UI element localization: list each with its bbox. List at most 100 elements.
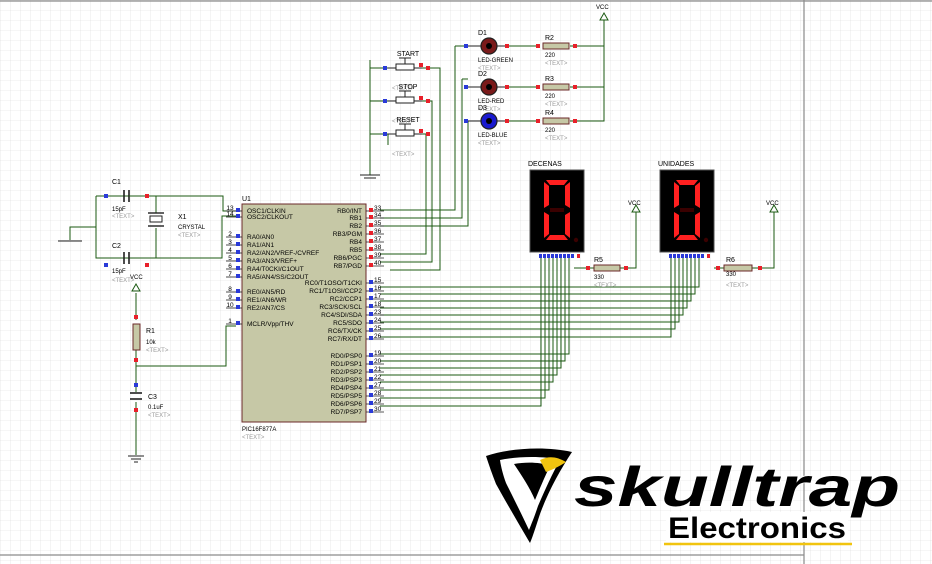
mcu-pin-number: 10 xyxy=(226,302,234,309)
resistor-r6[interactable]: R6 330 <TEXT> xyxy=(716,257,762,289)
mcu-pin-number: 29 xyxy=(374,398,382,405)
mcu-pin-label: OSC2/CLKOUT xyxy=(247,214,293,221)
mcu-pin-number: 14 xyxy=(226,211,234,218)
x1-text: <TEXT> xyxy=(178,233,201,239)
resistor-r5[interactable]: R5 330 <TEXT> xyxy=(586,257,628,289)
led-ref: D2 xyxy=(478,71,487,78)
mcu-pin-label: RB5 xyxy=(349,247,362,254)
mcu-pin-label: RA1/AN1 xyxy=(247,242,274,249)
mcu-pin-label: OSC1/CLKIN xyxy=(247,208,286,215)
mcu-pin-label: RB1 xyxy=(349,215,362,222)
capacitor-c1[interactable]: C1 15pF <TEXT> xyxy=(96,179,156,220)
mcu-pin-label: RA2/AN2/VREF-/CVREF xyxy=(247,250,319,257)
mcu-pin-left[interactable]: 14 OSC2/CLKOUT xyxy=(226,211,293,221)
button-text: <TEXT> xyxy=(392,86,415,92)
mcu-pin-number: 19 xyxy=(374,350,382,357)
display-label: UNIDADES xyxy=(658,161,695,168)
mcu-pin-number: 26 xyxy=(374,333,382,340)
mcu-pin-label: RA5/AN4/SS/C2OUT xyxy=(247,274,308,281)
mcu-pin-label: RA0/AN0 xyxy=(247,234,274,241)
seven-segment-display-unidades[interactable]: UNIDADES xyxy=(658,161,715,258)
capacitor-c3[interactable]: C3 0.1uF <TEXT> xyxy=(130,392,171,419)
pin-marker xyxy=(104,194,108,198)
resistor-value: 220 xyxy=(545,94,556,100)
capacitor-c2[interactable]: C2 15pF <TEXT> xyxy=(112,243,135,284)
mcu-pin-label: RA3/AN3/VREF+ xyxy=(247,258,297,265)
r6-value: 330 xyxy=(726,272,737,278)
leds: D1LED-GREEN<TEXT>D2LED-RED<TEXT>D3LED-BL… xyxy=(464,30,513,147)
resistor-r1[interactable]: R1 10k <TEXT> xyxy=(132,323,169,354)
pushbutton-start[interactable]: START <TEXT> xyxy=(383,51,430,92)
segment xyxy=(565,182,570,208)
r6-ref: R6 xyxy=(726,257,735,264)
r1-text: <TEXT> xyxy=(146,348,169,354)
snake-eye-icon xyxy=(540,457,566,472)
pushbutton-stop[interactable]: STOP<TEXT> xyxy=(383,84,430,125)
mcu-pin-number: 24 xyxy=(374,317,382,324)
mcu-pin-number: 20 xyxy=(374,358,382,365)
segment xyxy=(546,235,568,240)
mcu-pin-number: 37 xyxy=(374,236,382,243)
seven-segment-display-decenas[interactable]: DECENAS xyxy=(528,161,585,258)
mcu-pin-number: 34 xyxy=(374,212,382,219)
pushbutton-reset[interactable]: RESET<TEXT> xyxy=(383,117,430,158)
mcu-pin-number: 40 xyxy=(374,260,382,267)
mcu-pin-number: 25 xyxy=(374,325,382,332)
button-label: START xyxy=(397,51,420,58)
mcu-pin-number: 28 xyxy=(374,390,382,397)
crystal-x1[interactable]: X1 CRYSTAL <TEXT> xyxy=(148,212,206,239)
r1-value: 10k xyxy=(146,340,157,346)
buttons: START <TEXT>STOP<TEXT>RESET<TEXT> xyxy=(383,51,430,158)
led-part: LED-RED xyxy=(478,99,505,105)
led-part: LED-BLUE xyxy=(478,133,507,139)
resistor-ref: R4 xyxy=(545,110,554,117)
mcu-pin-right[interactable]: 34 RB1 xyxy=(349,212,384,222)
mcu-pin-label: RE1/AN6/WR xyxy=(247,297,287,304)
mcu-pin-number: 8 xyxy=(228,286,232,293)
